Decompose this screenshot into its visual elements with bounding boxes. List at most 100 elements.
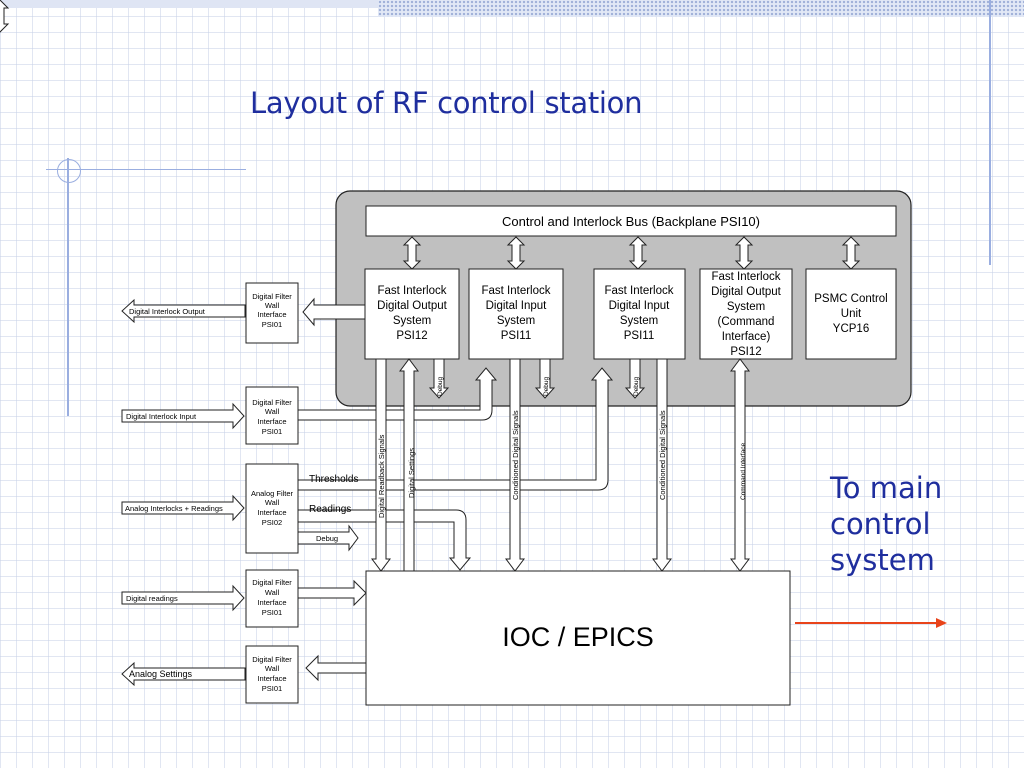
top-decor-band <box>0 0 378 8</box>
io-label: Digital Interlock Output <box>129 307 206 316</box>
filter-text: Wall <box>265 301 280 310</box>
module-text: Fast Interlock <box>377 285 446 297</box>
filter-box <box>245 463 299 554</box>
module-text: PSI12 <box>396 330 427 342</box>
filter-text: Digital Filter <box>252 655 292 664</box>
signal-arrow <box>297 367 498 421</box>
filter-box <box>245 282 299 344</box>
io-arrow-in <box>121 402 245 430</box>
ioc-label: IOC / EPICS <box>502 622 654 652</box>
debug-label: Debug <box>437 376 444 396</box>
module-text: Digital Input <box>609 300 671 312</box>
signal-channel <box>371 358 391 572</box>
filter-text: Wall <box>265 588 280 597</box>
module-text: Fast Interlock <box>481 285 550 297</box>
debug-arrow <box>534 358 556 399</box>
signal-label: Debug <box>316 534 338 543</box>
vertical-signal-label: Digital Readback Signals <box>377 434 386 518</box>
module-text: Unit <box>841 308 862 320</box>
filter-text: PSI01 <box>262 608 282 617</box>
signal-channel <box>505 358 525 572</box>
bus-connectors <box>0 0 10 33</box>
io-arrow-in <box>121 584 245 612</box>
module-text: PSI12 <box>730 346 761 358</box>
bus-label: Control and Interlock Bus (Backplane PSI… <box>502 214 760 229</box>
module-text: PSMC Control <box>814 293 888 305</box>
caption-to-main-control: To main control system <box>830 470 960 578</box>
signal-arrow <box>297 367 614 491</box>
ioc-box <box>365 570 791 706</box>
io-label: Digital readings <box>126 594 178 603</box>
filter-text: Wall <box>265 498 280 507</box>
signal-arrow <box>297 579 367 607</box>
signal-arrow <box>302 297 366 327</box>
io-arrow-in <box>121 494 245 522</box>
debug-label: Debug <box>633 376 640 396</box>
module-text: PSI11 <box>501 330 531 342</box>
signal-channel <box>652 358 672 572</box>
decor-vertical-line-right <box>989 0 991 265</box>
filter-text: Interface <box>257 310 286 319</box>
filter-text: Digital Filter <box>252 398 292 407</box>
vertical-signal-label: Command Interface <box>740 443 747 500</box>
filter-box <box>245 645 299 704</box>
io-label: Analog Interlocks + Readings <box>125 504 223 513</box>
filter-text: Interface <box>257 674 286 683</box>
signal-label: Thresholds <box>309 474 358 485</box>
module-text: System <box>620 315 658 327</box>
caption-line: To main <box>830 471 943 505</box>
filter-text: PSI01 <box>262 684 282 693</box>
module-text: Digital Input <box>486 300 548 312</box>
vertical-signal-label: Conditioned Digital Signals <box>658 410 667 500</box>
io-label: Analog Settings <box>129 669 193 679</box>
module-box <box>593 268 686 360</box>
decor-circle-icon <box>57 159 81 183</box>
module-box <box>805 268 897 360</box>
module-text: (Command <box>718 316 775 328</box>
module-box <box>364 268 460 360</box>
signal-label: Readings <box>309 504 351 515</box>
filter-text: Digital Filter <box>252 578 292 587</box>
top-decor-dotted-band <box>378 0 1024 17</box>
module-text: System <box>497 315 535 327</box>
signal-arrow <box>305 654 367 682</box>
decor-vertical-line-left <box>67 158 69 416</box>
module-text: Digital Output <box>377 300 447 312</box>
module-text: Fast Interlock <box>604 285 673 297</box>
signal-channel <box>399 358 419 572</box>
filter-text: Wall <box>265 407 280 416</box>
module-text: PSI11 <box>624 330 654 342</box>
caption-line: control <box>830 507 931 541</box>
module-text: System <box>393 315 431 327</box>
module-text: YCP16 <box>833 323 869 335</box>
filter-text: Wall <box>265 664 280 673</box>
debug-arrow <box>624 358 646 399</box>
vertical-signal-label: Digital Settings <box>407 448 416 498</box>
io-arrow-out <box>121 661 246 687</box>
decor-horizontal-line <box>46 169 246 170</box>
vertical-signal-label: Conditioned Digital Signals <box>511 410 520 500</box>
io-label: Digital Interlock Input <box>126 412 197 421</box>
filter-box <box>245 569 299 628</box>
filter-text: PSI01 <box>262 427 282 436</box>
caption-line: system <box>830 543 935 577</box>
filter-text: Digital Filter <box>252 292 292 301</box>
module-box <box>468 268 564 360</box>
filter-box <box>245 386 299 445</box>
module-text: System <box>727 301 765 313</box>
filter-text: PSI02 <box>262 518 282 527</box>
filter-text: Interface <box>257 598 286 607</box>
module-box <box>699 268 793 360</box>
debug-arrow <box>428 358 450 399</box>
debug-label: Debug <box>543 376 550 396</box>
filter-text: Interface <box>257 508 286 517</box>
module-text: Interface) <box>722 331 771 343</box>
slide-title: Layout of RF control station <box>250 86 643 120</box>
module-text: Fast Interlock <box>711 271 780 283</box>
module-text: Digital Output <box>711 286 781 298</box>
filter-text: PSI01 <box>262 320 282 329</box>
to-main-arrow-head <box>936 618 947 628</box>
debug-arrow <box>297 524 359 552</box>
filter-text: Interface <box>257 417 286 426</box>
